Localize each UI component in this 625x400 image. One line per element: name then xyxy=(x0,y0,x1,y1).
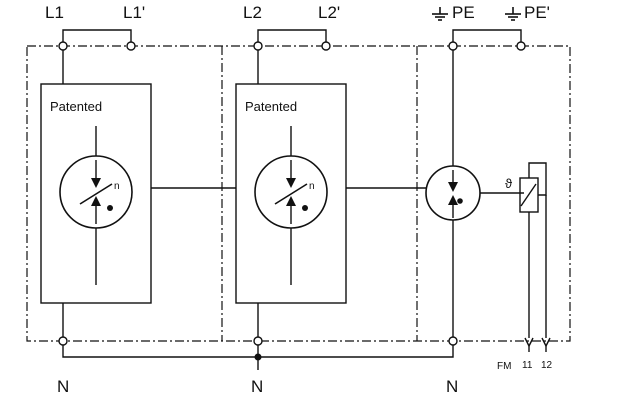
terminal-l2-prime xyxy=(321,41,331,51)
terminal-l2 xyxy=(253,41,263,51)
module-1-label: Patented xyxy=(50,99,102,114)
label-n-2: N xyxy=(251,377,263,396)
fm-label: FM xyxy=(497,361,511,372)
module-2-label: Patented xyxy=(245,99,297,114)
label-l1-prime: L1' xyxy=(123,3,145,22)
terminal-bridge-l1 xyxy=(62,29,132,46)
enclosure-frame xyxy=(26,45,571,342)
label-n-1: N xyxy=(57,377,69,396)
theta-label: ϑ xyxy=(505,176,513,191)
terminal-n-2 xyxy=(253,336,263,346)
terminal-12-label: 12 xyxy=(541,360,553,371)
label-n-3: N xyxy=(446,377,458,396)
label-l2: L2 xyxy=(243,3,262,22)
module-2-n-mark: n xyxy=(309,181,315,192)
terminal-n-3 xyxy=(448,336,458,346)
terminal-l1 xyxy=(58,41,68,51)
terminal-pe-prime xyxy=(516,41,526,51)
thermal-disconnector-icon xyxy=(519,162,547,338)
module-1-n-mark: n xyxy=(114,181,120,192)
label-pe: PE xyxy=(452,3,475,22)
module-link-lines xyxy=(151,187,524,194)
conductor-lines xyxy=(62,50,454,337)
terminal-bridge-l2 xyxy=(257,29,327,46)
terminal-n-1 xyxy=(58,336,68,346)
label-l2-prime: L2' xyxy=(318,3,340,22)
bus-junction xyxy=(254,353,262,361)
spark-gap-icon xyxy=(254,126,328,285)
gas-discharge-tube-icon xyxy=(425,165,481,221)
fm-terminal-12 xyxy=(541,337,551,352)
ground-icon xyxy=(505,7,521,21)
spark-gap-icon xyxy=(59,126,133,285)
terminal-pe xyxy=(448,41,458,51)
label-l1: L1 xyxy=(45,3,64,22)
ground-icon xyxy=(432,7,448,21)
terminal-11-label: 11 xyxy=(522,360,533,371)
terminal-bridge-pe xyxy=(452,29,522,46)
terminal-l1-prime xyxy=(126,41,136,51)
label-pe-prime: PE' xyxy=(524,3,550,22)
fm-terminal-11 xyxy=(524,337,534,352)
